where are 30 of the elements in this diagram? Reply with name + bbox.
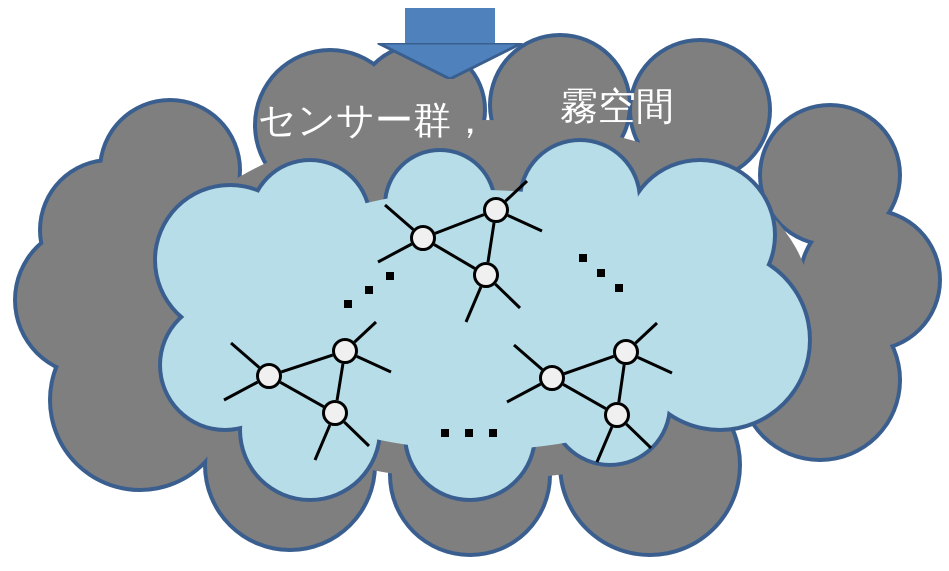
link-stub <box>223 380 258 402</box>
link-line <box>617 364 626 402</box>
link-line <box>280 381 324 408</box>
arrow <box>376 8 524 80</box>
link-stub <box>625 422 652 450</box>
cloud-label: センサー群， <box>258 100 489 142</box>
link-stub <box>513 344 544 371</box>
link-line <box>336 364 344 400</box>
link-line <box>562 383 606 410</box>
link-line <box>486 222 496 262</box>
link-stub <box>314 424 332 461</box>
link-line <box>280 354 334 374</box>
link-stub <box>506 382 542 404</box>
link-stub <box>596 426 614 463</box>
link-stub <box>634 322 658 344</box>
link-line <box>434 213 484 235</box>
link-stub <box>637 356 673 374</box>
link-stub <box>464 286 482 323</box>
link-stub <box>230 342 260 369</box>
link-stub <box>507 214 543 232</box>
link-line <box>433 243 476 270</box>
link-stub <box>384 204 414 231</box>
link-stub <box>343 420 370 448</box>
link-stub <box>377 242 412 264</box>
link-stub <box>494 282 522 310</box>
link-line <box>564 354 614 376</box>
link-stub <box>353 320 378 344</box>
link-stub <box>356 355 392 374</box>
cloud-label: 霧空間 <box>560 86 674 128</box>
link-stub <box>504 180 528 202</box>
